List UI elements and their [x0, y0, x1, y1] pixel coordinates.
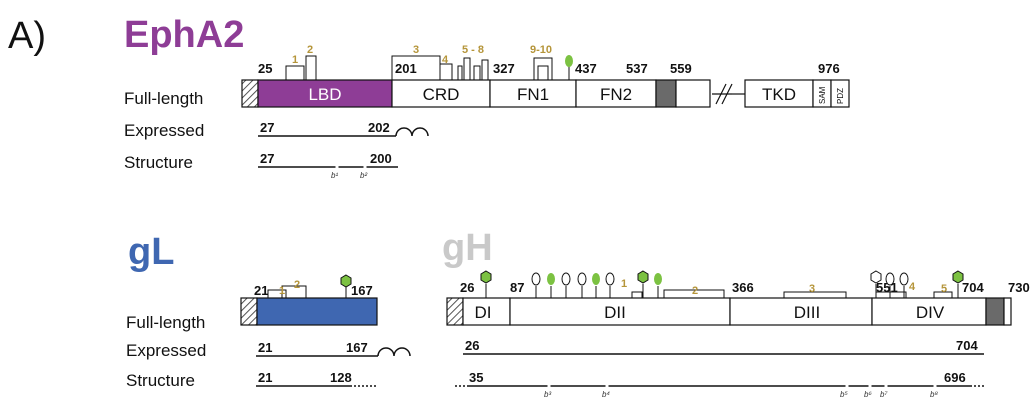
gh-ss-1: 1: [621, 278, 627, 290]
epha2-pos-537: 537: [626, 61, 648, 76]
gh-structure-end: 696: [944, 370, 966, 385]
epha2-break-b1: b¹: [331, 171, 338, 180]
gl-domain-bar: [240, 297, 378, 326]
epha2-sam-label: SAM: [818, 86, 827, 104]
epha2-expressed-tag: [395, 127, 429, 137]
epha2-break-b2: b²: [360, 171, 367, 180]
gl-expressed-label: Expressed: [126, 341, 206, 360]
gh-break-b8: b⁸: [930, 390, 938, 399]
gh-d2-label: DII: [604, 303, 626, 322]
epha2-full-length-label: Full-length: [124, 89, 203, 108]
epha2-transmembrane: [655, 79, 677, 108]
gh-domain-bar: [446, 297, 1012, 326]
gh-expressed-start: 26: [465, 338, 479, 353]
gl-structure-start: 21: [258, 370, 272, 385]
gh-title: gH: [442, 227, 493, 269]
gl-pos-21: 21: [254, 283, 268, 298]
gh-d2-domain: [509, 297, 731, 326]
gh-ss-2: 2: [692, 285, 698, 297]
gh-ss-5: 5: [941, 283, 947, 295]
gl-ss-2: 2: [294, 279, 300, 291]
gh-ss-3: 3: [809, 283, 815, 295]
epha2-pos-437: 437: [575, 61, 597, 76]
epha2-pos-25: 25: [258, 61, 272, 76]
gh-pos-704: 704: [962, 280, 984, 295]
gh-break-b3: b³: [544, 390, 551, 399]
gl-mature-chain: [256, 297, 378, 326]
epha2-ss-1: 1: [292, 54, 298, 66]
gl-full-length-label: Full-length: [126, 313, 205, 332]
gl-structure-label: Structure: [126, 371, 195, 390]
gl-ss-1: 1: [279, 285, 285, 297]
epha2-ss-3: 3: [413, 44, 419, 56]
gh-d4-label: DIV: [916, 303, 945, 322]
epha2-structure-start: 27: [260, 151, 274, 166]
gh-break-b6: b⁶: [864, 390, 872, 399]
epha2-ss-2: 2: [307, 44, 313, 56]
epha2-crd-label: CRD: [423, 85, 460, 104]
gh-break-b4: b⁴: [602, 390, 610, 399]
gh-ss-4: 4: [909, 281, 916, 293]
epha2-expressed-label: Expressed: [124, 121, 204, 140]
epha2-fn1-domain: [489, 79, 577, 108]
axis-break-mark: [715, 83, 727, 105]
epha2-ss-5-8: 5 - 8: [462, 44, 484, 56]
epha2-juxtamembrane: [675, 79, 711, 108]
gl-expressed-start: 21: [258, 340, 272, 355]
gh-signal-peptide: [446, 297, 464, 326]
epha2-fn1-label: FN1: [517, 85, 549, 104]
gh-break-b7: b⁷: [880, 390, 888, 399]
epha2-crd-domain: [391, 79, 491, 108]
epha2-pos-559: 559: [670, 61, 692, 76]
epha2-signal-peptide: [241, 79, 259, 108]
gh-cytoplasmic-tail: [1003, 297, 1012, 326]
gh-d3-label: DIII: [794, 303, 820, 322]
epha2-pdz-domain: [830, 79, 850, 108]
gl-disulfide-bridges: [267, 285, 307, 298]
gh-d1-label: DI: [475, 303, 492, 322]
gh-pos-26: 26: [460, 280, 474, 295]
gh-pos-366: 366: [732, 280, 754, 295]
gh-expressed-end: 704: [956, 338, 978, 353]
gh-break-b5: b⁵: [840, 390, 848, 399]
gh-d4-domain: [871, 297, 987, 326]
epha2-ss-9-10: 9-10: [530, 44, 552, 56]
epha2-pos-327: 327: [493, 61, 515, 76]
epha2-expressed-end: 202: [368, 120, 390, 135]
gh-structure-start: 35: [469, 370, 483, 385]
epha2-fn2-domain: [575, 79, 657, 108]
epha2-pos-976: 976: [818, 61, 840, 76]
gl-title: gL: [128, 231, 174, 273]
epha2-structure-label: Structure: [124, 153, 193, 172]
epha2-disulfide-bridges: [285, 55, 553, 80]
epha2-pdz-label: PDZ: [836, 88, 845, 104]
gh-d1-domain: [462, 297, 511, 326]
gl-structure-end: 128: [330, 370, 352, 385]
epha2-ss-4: 4: [442, 54, 449, 66]
epha2-structure-end: 200: [370, 151, 392, 166]
gh-pos-730: 730: [1008, 280, 1030, 295]
epha2-expressed-start: 27: [260, 120, 274, 135]
gl-pos-167: 167: [351, 283, 373, 298]
gl-signal-peptide: [240, 297, 258, 326]
epha2-domain-bar: [241, 79, 850, 108]
epha2-tkd-domain: [744, 79, 814, 108]
epha2-title: EphA2: [124, 14, 244, 56]
gl-expressed-end: 167: [346, 340, 368, 355]
gl-expressed-tag: [377, 347, 411, 357]
gh-transmembrane: [985, 297, 1005, 326]
gh-pos-87: 87: [510, 280, 524, 295]
epha2-fn2-label: FN2: [600, 85, 632, 104]
gh-glycan-sites: [480, 270, 964, 298]
gh-d3-domain: [729, 297, 873, 326]
panel-label: A): [8, 15, 46, 57]
epha2-pos-201: 201: [395, 61, 417, 76]
epha2-tkd-label: TKD: [762, 85, 796, 104]
gl-glycan-site: [340, 274, 352, 288]
epha2-glycan-site: [565, 55, 573, 67]
epha2-lbd-domain: [257, 79, 393, 108]
epha2-lbd-label: LBD: [308, 85, 341, 104]
